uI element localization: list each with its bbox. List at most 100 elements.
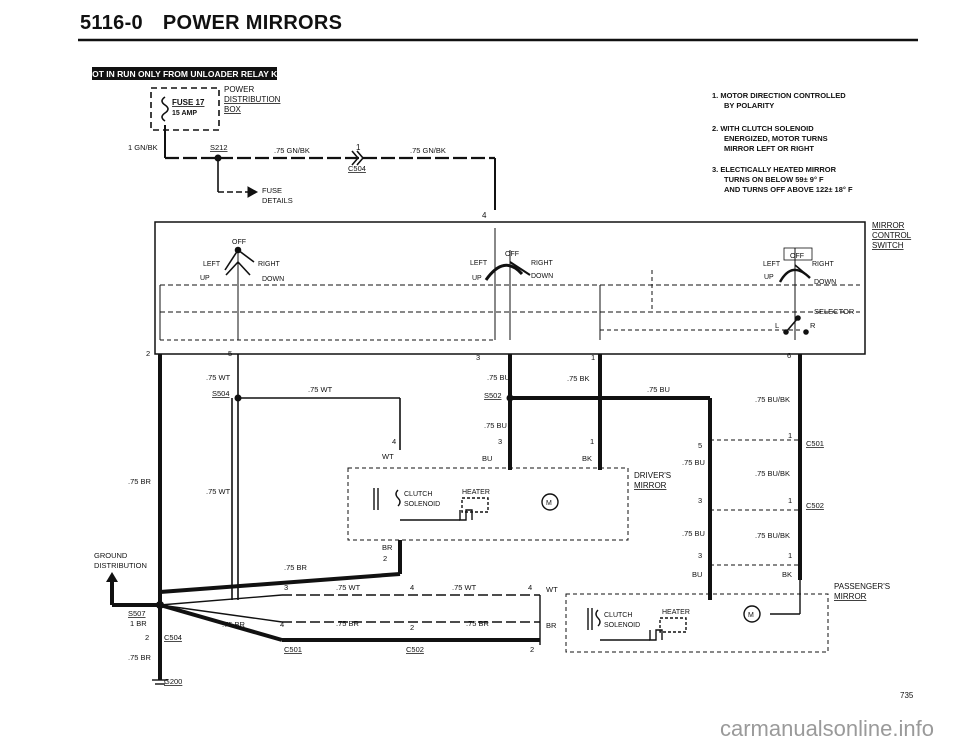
sw2-left: LEFT — [470, 260, 488, 267]
r-wire-bu-bk-2: .75 BU/BK — [755, 469, 790, 478]
selector-switch — [783, 315, 809, 335]
drv-wt: WT — [382, 452, 394, 461]
connector-c504-ground: C504 — [164, 633, 182, 642]
pin-1: 1 — [591, 353, 595, 362]
left-right-switch — [224, 246, 255, 276]
pas-heater: HEATER — [662, 609, 690, 616]
drv-bk: BK — [582, 454, 592, 463]
h-br-short: BR — [546, 621, 557, 630]
h-wt-short: WT — [546, 585, 558, 594]
r-wire-bu-bk-3: .75 BU/BK — [755, 531, 790, 540]
note-2-line-1: 2. WITH CLUTCH SOLENOID — [712, 124, 814, 133]
connector-c502-right: C502 — [806, 501, 824, 510]
drv-solenoid: SOLENOID — [404, 501, 440, 508]
ground-bus — [110, 582, 541, 680]
h-wt-2: .75 WT — [452, 583, 477, 592]
splice-s502: S502 — [484, 391, 502, 400]
wire-gn-bk-left: .75 GN/BK — [274, 146, 310, 155]
connector-c502: C502 — [406, 645, 424, 654]
r-bk: BK — [782, 570, 792, 579]
sw3-left: LEFT — [763, 261, 781, 268]
drv-pin-1: 1 — [590, 437, 594, 446]
section-code: 5116-0 — [80, 12, 143, 34]
page-header: 5116-0 POWER MIRRORS — [80, 12, 342, 35]
wire-gn-bk-right: .75 GN/BK — [410, 146, 446, 155]
pas-motor-label: M — [748, 612, 754, 619]
sw3-up: UP — [764, 274, 774, 281]
h-pin-4a: 4 — [410, 583, 414, 592]
ground-dist-2: DISTRIBUTION — [94, 561, 147, 570]
sw3-off: OFF — [790, 253, 804, 260]
sw1-down: DOWN — [262, 276, 284, 283]
fuse-label: FUSE 17 — [172, 98, 205, 107]
power-feed-wires — [164, 125, 496, 210]
pas-solenoid: SOLENOID — [604, 622, 640, 629]
drv-motor-icon — [541, 493, 559, 511]
drv-motor-label: M — [546, 500, 552, 507]
drivers-mirror-box — [347, 467, 629, 541]
note-3-line-3: AND TURNS OFF ABOVE 122± 18° F — [724, 185, 853, 194]
drv-bu: BU — [482, 454, 492, 463]
ground-arrow-icon — [106, 572, 118, 582]
wire-bu-2: .75 BU — [647, 385, 670, 394]
wire-wt-2: .75 WT — [308, 385, 333, 394]
selector-l: L — [775, 321, 779, 330]
r-pin-3b: 3 — [698, 551, 702, 560]
drv-br: BR — [382, 543, 393, 552]
ground-g200: G200 — [164, 677, 182, 686]
splice-s502-dot — [506, 394, 514, 402]
sw2-down: DOWN — [531, 273, 553, 280]
switch-label-3: SWITCH — [872, 241, 904, 250]
h-wt-1: .75 WT — [336, 583, 361, 592]
h-br-1: .75 BR — [222, 620, 246, 629]
drivers-mirror-2: MIRROR — [634, 481, 667, 490]
passengers-mirror-1: PASSENGER'S — [834, 582, 890, 591]
page-title: POWER MIRRORS — [162, 12, 343, 34]
right-connectors — [710, 439, 800, 566]
sw2-off: OFF — [505, 251, 519, 258]
note-2-line-3: MIRROR LEFT OR RIGHT — [724, 144, 814, 153]
banner-box — [92, 67, 277, 80]
pas-clutch: CLUTCH — [604, 612, 632, 619]
splice-s507-dot — [156, 601, 164, 609]
pas-motor-icon — [743, 605, 761, 623]
splice-s504-dot — [234, 394, 242, 402]
wire-bk-1: .75 BK — [567, 374, 590, 383]
fuse-details-1: FUSE — [262, 186, 282, 195]
pin-5: 5 — [228, 349, 232, 358]
drv-pin-3: 3 — [498, 437, 502, 446]
output-wires — [158, 354, 802, 600]
r-pin-1b: 1 — [788, 496, 792, 505]
wire-bu-bk-1: .75 BU/BK — [755, 395, 790, 404]
drv-heater: HEATER — [462, 489, 490, 496]
passengers-mirror-box — [565, 593, 829, 653]
right-mirror-switch — [778, 247, 813, 283]
drv-pin-2: 2 — [383, 554, 387, 563]
h-pin-4b: 4 — [528, 583, 532, 592]
splice-s504: S504 — [212, 389, 230, 398]
sw2-right: RIGHT — [531, 260, 554, 267]
sw1-up: UP — [200, 275, 210, 282]
note-1-line-2: BY POLARITY — [724, 101, 774, 110]
ground-symbol-icon — [152, 679, 168, 685]
fuse-details-2: DETAILS — [262, 196, 293, 205]
r-pin-5: 5 — [698, 441, 702, 450]
page-number: 735 — [900, 691, 914, 700]
wire-wt-3: .75 WT — [206, 487, 231, 496]
banner-text: HOT IN RUN ONLY FROM UNLOADER RELAY K5 — [86, 69, 282, 79]
sw3-right: RIGHT — [812, 261, 835, 268]
selector-r: R — [810, 321, 816, 330]
sw1-right: RIGHT — [258, 261, 281, 268]
sw1-off: OFF — [232, 239, 246, 246]
c504-pin: 1 — [356, 143, 361, 152]
connector-c501: C501 — [284, 645, 302, 654]
wire-br-1: .75 BR — [128, 477, 152, 486]
drivers-clutch-solenoid-symbol — [373, 488, 489, 521]
up-down-switch — [484, 261, 531, 281]
watermark: carmanualsonline.info — [719, 716, 934, 741]
drivers-mirror-1: DRIVER'S — [634, 471, 671, 480]
pin-2: 2 — [146, 349, 150, 358]
h-pin-2a: 2 — [410, 623, 414, 632]
sw2-up: UP — [472, 275, 482, 282]
passenger-clutch-solenoid-symbol — [587, 580, 801, 641]
